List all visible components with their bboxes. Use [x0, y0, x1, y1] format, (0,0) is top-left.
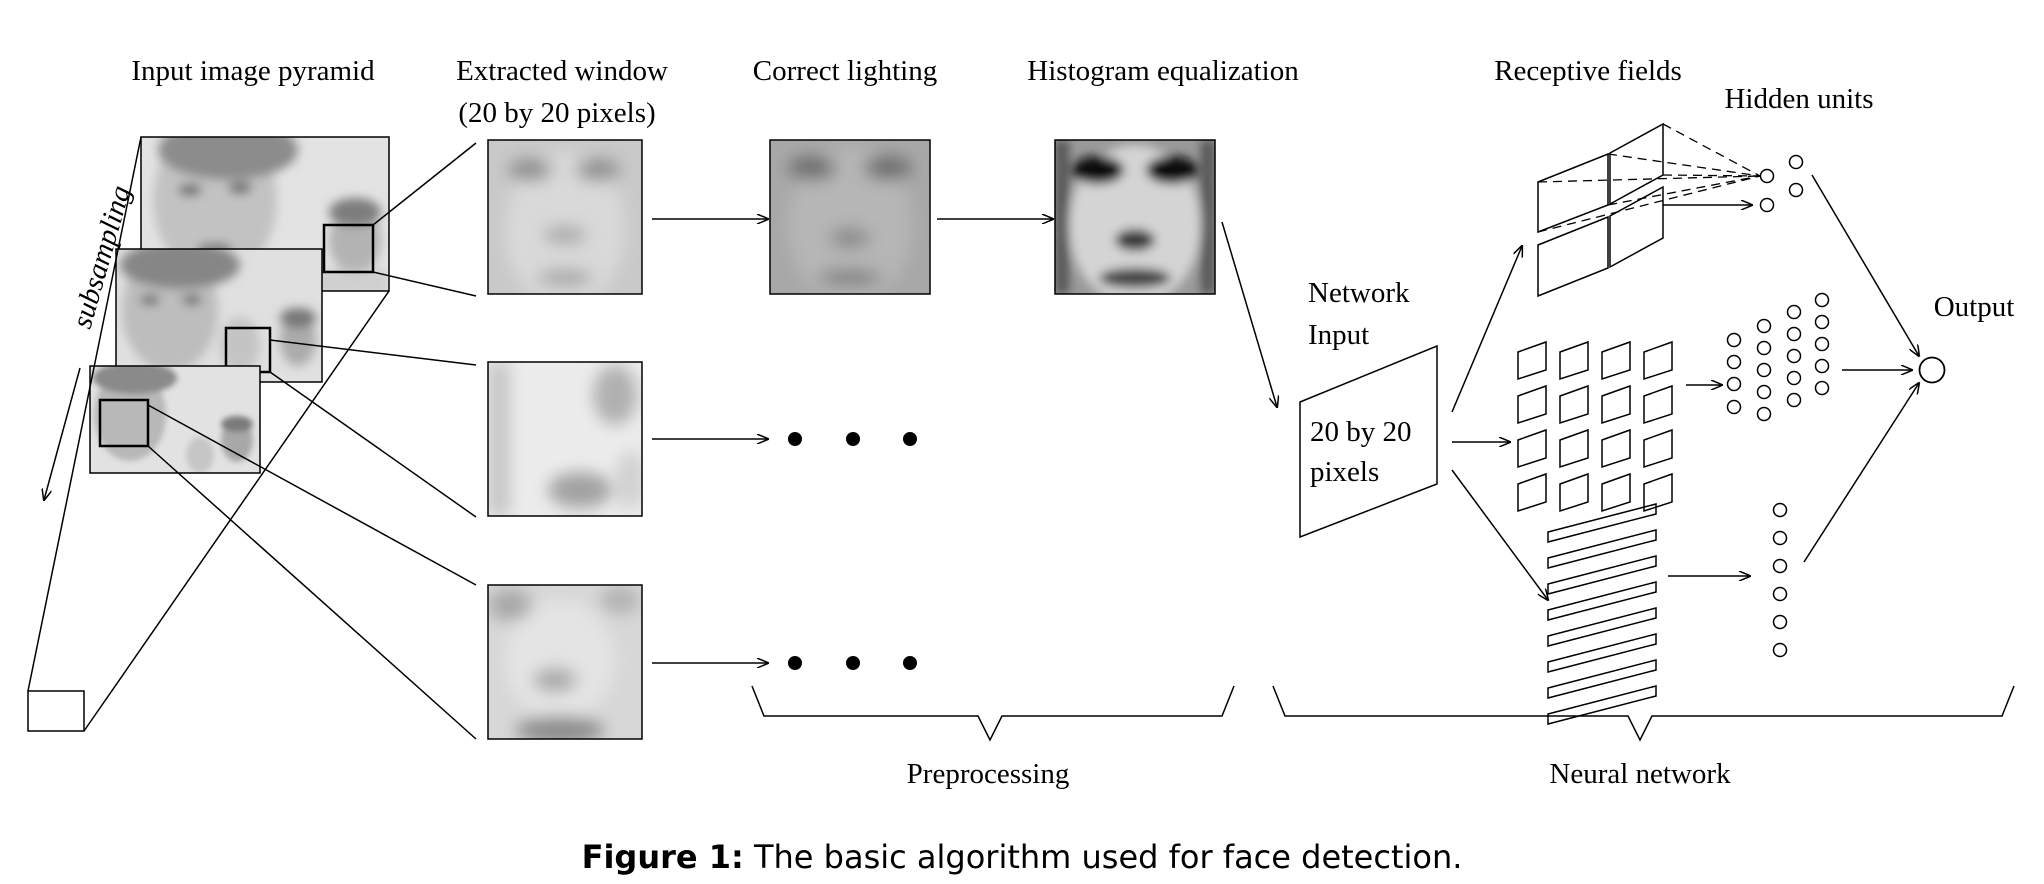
- network-input-box-line2: pixels: [1310, 456, 1379, 488]
- hidden-unit: [1726, 354, 1742, 370]
- receptive-field-cell: [1643, 472, 1673, 513]
- receptive-field-cell: [1559, 340, 1589, 381]
- network-input-plane: [1299, 344, 1438, 539]
- receptive-field-connections: [1537, 123, 1761, 233]
- hidden-unit: [1772, 642, 1788, 658]
- extracted-window-2: [488, 362, 642, 516]
- pyramid-image-small: [90, 366, 260, 473]
- receptive-fields-label: Receptive fields: [1494, 55, 1682, 87]
- hidden-unit: [1786, 370, 1802, 386]
- receptive-field-cell: [1517, 340, 1547, 381]
- hidden-unit: [1756, 340, 1772, 356]
- pyramid-window-large: [322, 223, 375, 274]
- receptive-field-cell: [1517, 384, 1547, 425]
- ellipsis-dots-row3: [788, 656, 917, 670]
- receptive-field-cell: [1601, 340, 1631, 381]
- receptive-field-cell: [1559, 428, 1589, 469]
- receptive-field-stripe: [1547, 607, 1657, 647]
- hidden-unit: [1786, 348, 1802, 364]
- hidden-unit: [1814, 380, 1830, 396]
- extracted-window-3: [488, 585, 642, 739]
- hidden-unit: [1814, 336, 1830, 352]
- hidden-unit: [1756, 362, 1772, 378]
- hidden-unit: [1772, 586, 1788, 602]
- receptive-field-cell: [1643, 384, 1673, 425]
- figure-caption: Figure 1: The basic algorithm used for f…: [582, 838, 1463, 876]
- receptive-field-stripe: [1547, 581, 1657, 621]
- output-label: Output: [1934, 291, 2015, 323]
- hidden-unit: [1756, 406, 1772, 422]
- hidden-unit: [1814, 358, 1830, 374]
- extracted-window-1: [488, 140, 642, 294]
- hidden-unit: [1726, 376, 1742, 392]
- hidden-to-output-arrows: [1803, 174, 1919, 563]
- receptive-field-stripe: [1547, 659, 1657, 699]
- hidden-unit: [1814, 314, 1830, 330]
- histogram-equalization-label: Histogram equalization: [1027, 55, 1299, 87]
- subsampling-arrow: [44, 367, 81, 500]
- receptive-field-cell: [1601, 384, 1631, 425]
- hidden-units-label: Hidden units: [1724, 83, 1873, 115]
- hidden-unit: [1786, 392, 1802, 408]
- extracted-window-label-line2: (20 by 20 pixels): [458, 97, 655, 129]
- receptive-field-cell: [1601, 472, 1631, 513]
- hidden-unit: [1772, 530, 1788, 546]
- receptive-field-stripe: [1547, 503, 1657, 543]
- receptive-fields-large: [1537, 122, 1664, 298]
- caption-prefix: Figure 1:: [582, 838, 744, 876]
- network-input-box-line1: 20 by 20: [1310, 416, 1412, 448]
- corrected-lighting-face: [770, 140, 930, 294]
- correct-lighting-label: Correct lighting: [753, 55, 937, 87]
- preprocessing-brace: [751, 685, 1235, 742]
- receptive-field-cell: [1643, 428, 1673, 469]
- input-pyramid-label: Input image pyramid: [131, 55, 375, 87]
- receptive-field-stripe: [1547, 529, 1657, 569]
- hidden-units-group-b: [1726, 292, 1830, 422]
- receptive-field-stripe: [1547, 555, 1657, 595]
- receptive-field-stripe: [1547, 633, 1657, 673]
- ellipsis-dots-row2: [788, 432, 917, 446]
- caption-text: The basic algorithm used for face detect…: [744, 838, 1463, 876]
- receptive-field-cell: [1559, 472, 1589, 513]
- preprocessing-label: Preprocessing: [907, 758, 1070, 790]
- pyramid-projection-lines: [27, 136, 477, 740]
- neural-network-brace: [1272, 685, 2015, 742]
- hidden-unit: [1772, 502, 1788, 518]
- histogram-equalized-face: [1055, 140, 1215, 294]
- hidden-units-group-a: [1759, 154, 1804, 213]
- network-input-label-line2: Input: [1308, 319, 1369, 351]
- pyramid-base-window: [27, 690, 85, 732]
- receptive-fields-stripes: [1547, 503, 1657, 725]
- preprocessing-arrows: [652, 219, 1277, 663]
- input-to-fields-arrows: [1451, 246, 1548, 600]
- receptive-field-cell: [1517, 472, 1547, 513]
- hidden-unit: [1814, 292, 1830, 308]
- receptive-field-cell: [1601, 428, 1631, 469]
- hidden-unit: [1756, 318, 1772, 334]
- hidden-units-group-c: [1772, 502, 1788, 658]
- output-unit: [1918, 356, 1946, 384]
- receptive-field-stripe: [1547, 685, 1657, 725]
- receptive-field-cell: [1643, 340, 1673, 381]
- receptive-field-cell: [1517, 428, 1547, 469]
- hidden-unit: [1772, 558, 1788, 574]
- network-input-label-line1: Network: [1308, 277, 1410, 309]
- extracted-window-label-line1: Extracted window: [456, 55, 668, 87]
- receptive-field-cell: [1559, 384, 1589, 425]
- pyramid-window-small: [98, 398, 150, 448]
- hidden-unit: [1726, 332, 1742, 348]
- pyramid-image-medium: [116, 249, 322, 382]
- hidden-unit: [1786, 304, 1802, 320]
- hidden-unit: [1786, 326, 1802, 342]
- neural-network-label: Neural network: [1549, 758, 1731, 790]
- receptive-fields-grid: [1517, 340, 1673, 513]
- hidden-unit: [1772, 614, 1788, 630]
- hidden-unit: [1756, 384, 1772, 400]
- hidden-unit: [1726, 399, 1742, 415]
